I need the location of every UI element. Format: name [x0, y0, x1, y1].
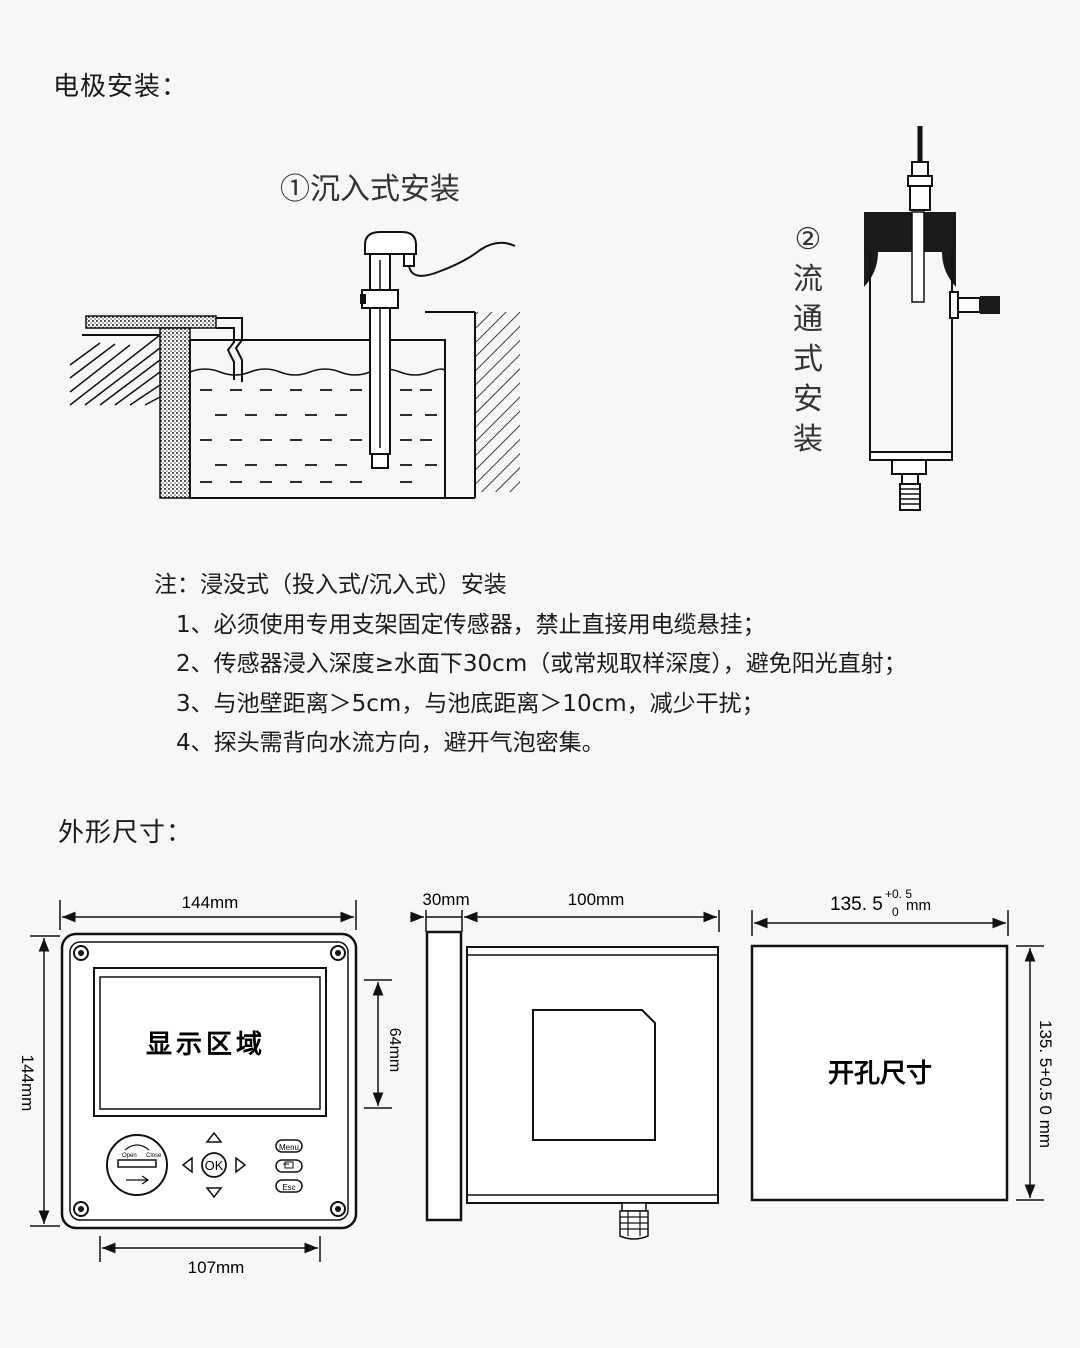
- front-depth-label: 30mm: [422, 890, 469, 909]
- front-height-label: 144mm: [18, 1055, 37, 1112]
- down-arrow-icon: [205, 1187, 223, 1199]
- cutout-width-unit: mm: [906, 897, 931, 914]
- dimension-drawings: 144mm 144mm 显示区域 64mm Open Close: [18, 887, 1055, 1277]
- close-label: Close: [146, 1153, 162, 1159]
- up-arrow-icon: [205, 1131, 223, 1143]
- menu-button-label: Menu: [279, 1143, 299, 1152]
- cutout-width-tol-plus: +0. 5: [885, 887, 912, 901]
- cutout-height-label: 135. 5+0.5 0 mm: [1036, 1020, 1055, 1148]
- display-area-label: 显示区域: [146, 1030, 266, 1060]
- cutout-width-tol-zero: 0: [892, 905, 899, 919]
- enter-button: [275, 1159, 303, 1173]
- keypad-width-label: 107mm: [188, 1258, 245, 1277]
- cutout-width-label: 135. 5: [830, 894, 883, 915]
- left-arrow-icon: [181, 1156, 193, 1174]
- note-item: 1、必须使用专用支架固定传感器，禁止直接用电缆悬挂；: [176, 611, 766, 638]
- flow-install-char: 装: [793, 422, 823, 457]
- esc-button-label: Esc: [282, 1183, 295, 1192]
- immersion-install-caption: ①沉入式安装: [280, 172, 460, 207]
- flow-install-number: ②: [794, 222, 822, 257]
- enter-icon: [283, 1161, 294, 1169]
- note-item: 4、探头需背向水流方向，避开气泡密集。: [176, 730, 605, 756]
- display-height-label: 64mm: [386, 1028, 403, 1072]
- cutout-size-label: 开孔尺寸: [828, 1059, 932, 1089]
- size-section-title: 外形尺寸：: [58, 818, 194, 848]
- install-section-title: 电极安装：: [53, 72, 189, 102]
- body-depth-label: 100mm: [568, 890, 625, 909]
- side-view: 30mm 100mm: [410, 890, 720, 1240]
- cutout-view: 135. 5 +0. 5 0 mm 开孔尺寸 135. 5+0.5 0 mm: [750, 887, 1055, 1202]
- note-item: 2、传感器浸入深度≥水面下30cm（或常规取样深度），避免阳光直射；: [176, 651, 907, 677]
- front-width-label: 144mm: [182, 893, 239, 912]
- open-label: Open: [122, 1153, 137, 1159]
- flow-install-char: 安: [793, 382, 823, 417]
- right-arrow-icon: [235, 1156, 247, 1174]
- notes-heading: 注：浸没式（投入式/沉入式）安装: [154, 572, 507, 598]
- front-view: 144mm 144mm 显示区域 64mm Open Close: [18, 893, 403, 1277]
- flow-install-char: 式: [793, 342, 823, 377]
- ok-button-label: OK: [205, 1158, 224, 1173]
- flow-install-diagram: [864, 126, 1000, 511]
- immersion-install-diagram: [69, 231, 520, 499]
- note-item: 3、与池壁距离＞5cm，与池底距离＞10cm，减少干扰；: [176, 690, 765, 717]
- install-notes: 注：浸没式（投入式/沉入式）安装 1、必须使用专用支架固定传感器，禁止直接用电缆…: [154, 566, 1054, 764]
- usb-icon: [126, 1175, 150, 1185]
- flow-install-char: 通: [793, 302, 823, 337]
- flow-install-char: 流: [793, 262, 823, 297]
